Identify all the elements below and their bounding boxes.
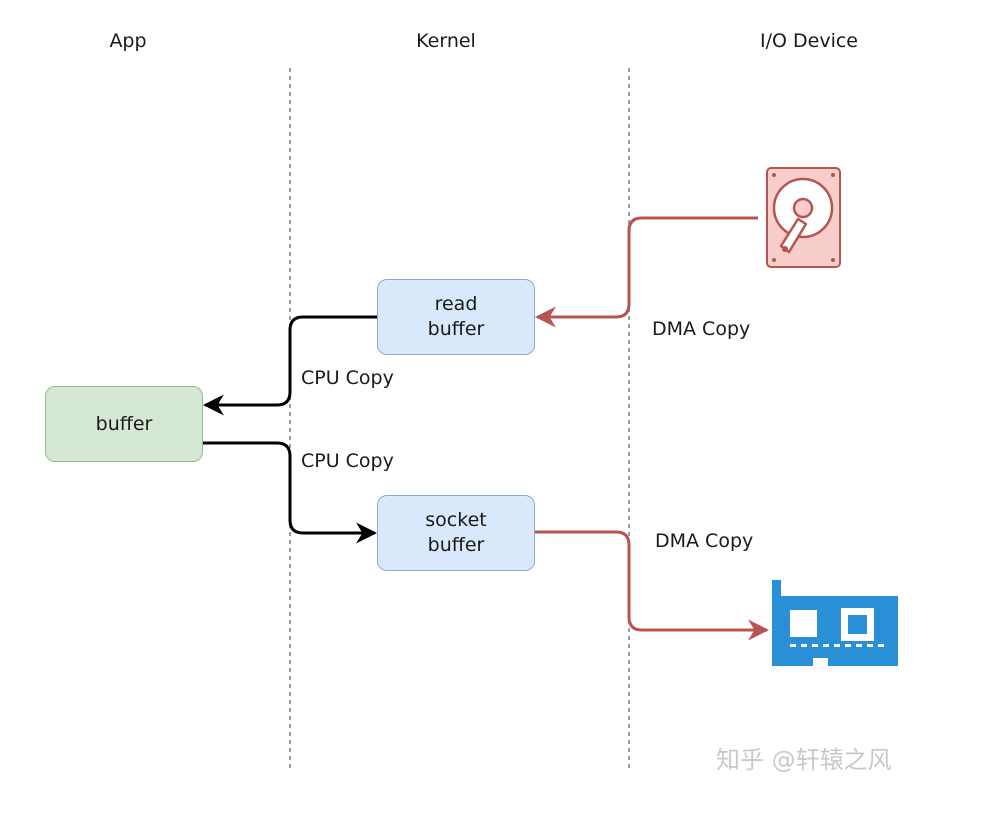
hard-disk-icon (766, 167, 841, 268)
column-title-io-device: I/O Device (760, 30, 858, 52)
column-title-app: App (109, 30, 147, 52)
cpu-copy-label-write: CPU Copy (301, 450, 394, 472)
cpu-arrow-app-to-socket-buffer (203, 441, 378, 544)
network-card-icon (772, 580, 898, 666)
dma-arrow-disk-to-read-buffer (534, 216, 758, 328)
app-buffer-box: buffer (45, 386, 203, 462)
cpu-arrow-read-buffer-to-app (202, 315, 377, 416)
socket-buffer-box: socket buffer (377, 495, 535, 571)
dma-copy-label-read: DMA Copy (652, 318, 751, 340)
cpu-copy-label-read: CPU Copy (301, 367, 394, 389)
column-title-kernel: Kernel (416, 30, 476, 52)
dma-arrow-socket-buffer-to-nic (535, 530, 770, 641)
read-buffer-box: read buffer (377, 279, 535, 355)
dma-copy-label-write: DMA Copy (655, 530, 754, 552)
watermark: 知乎 @轩辕之风 (716, 746, 892, 774)
